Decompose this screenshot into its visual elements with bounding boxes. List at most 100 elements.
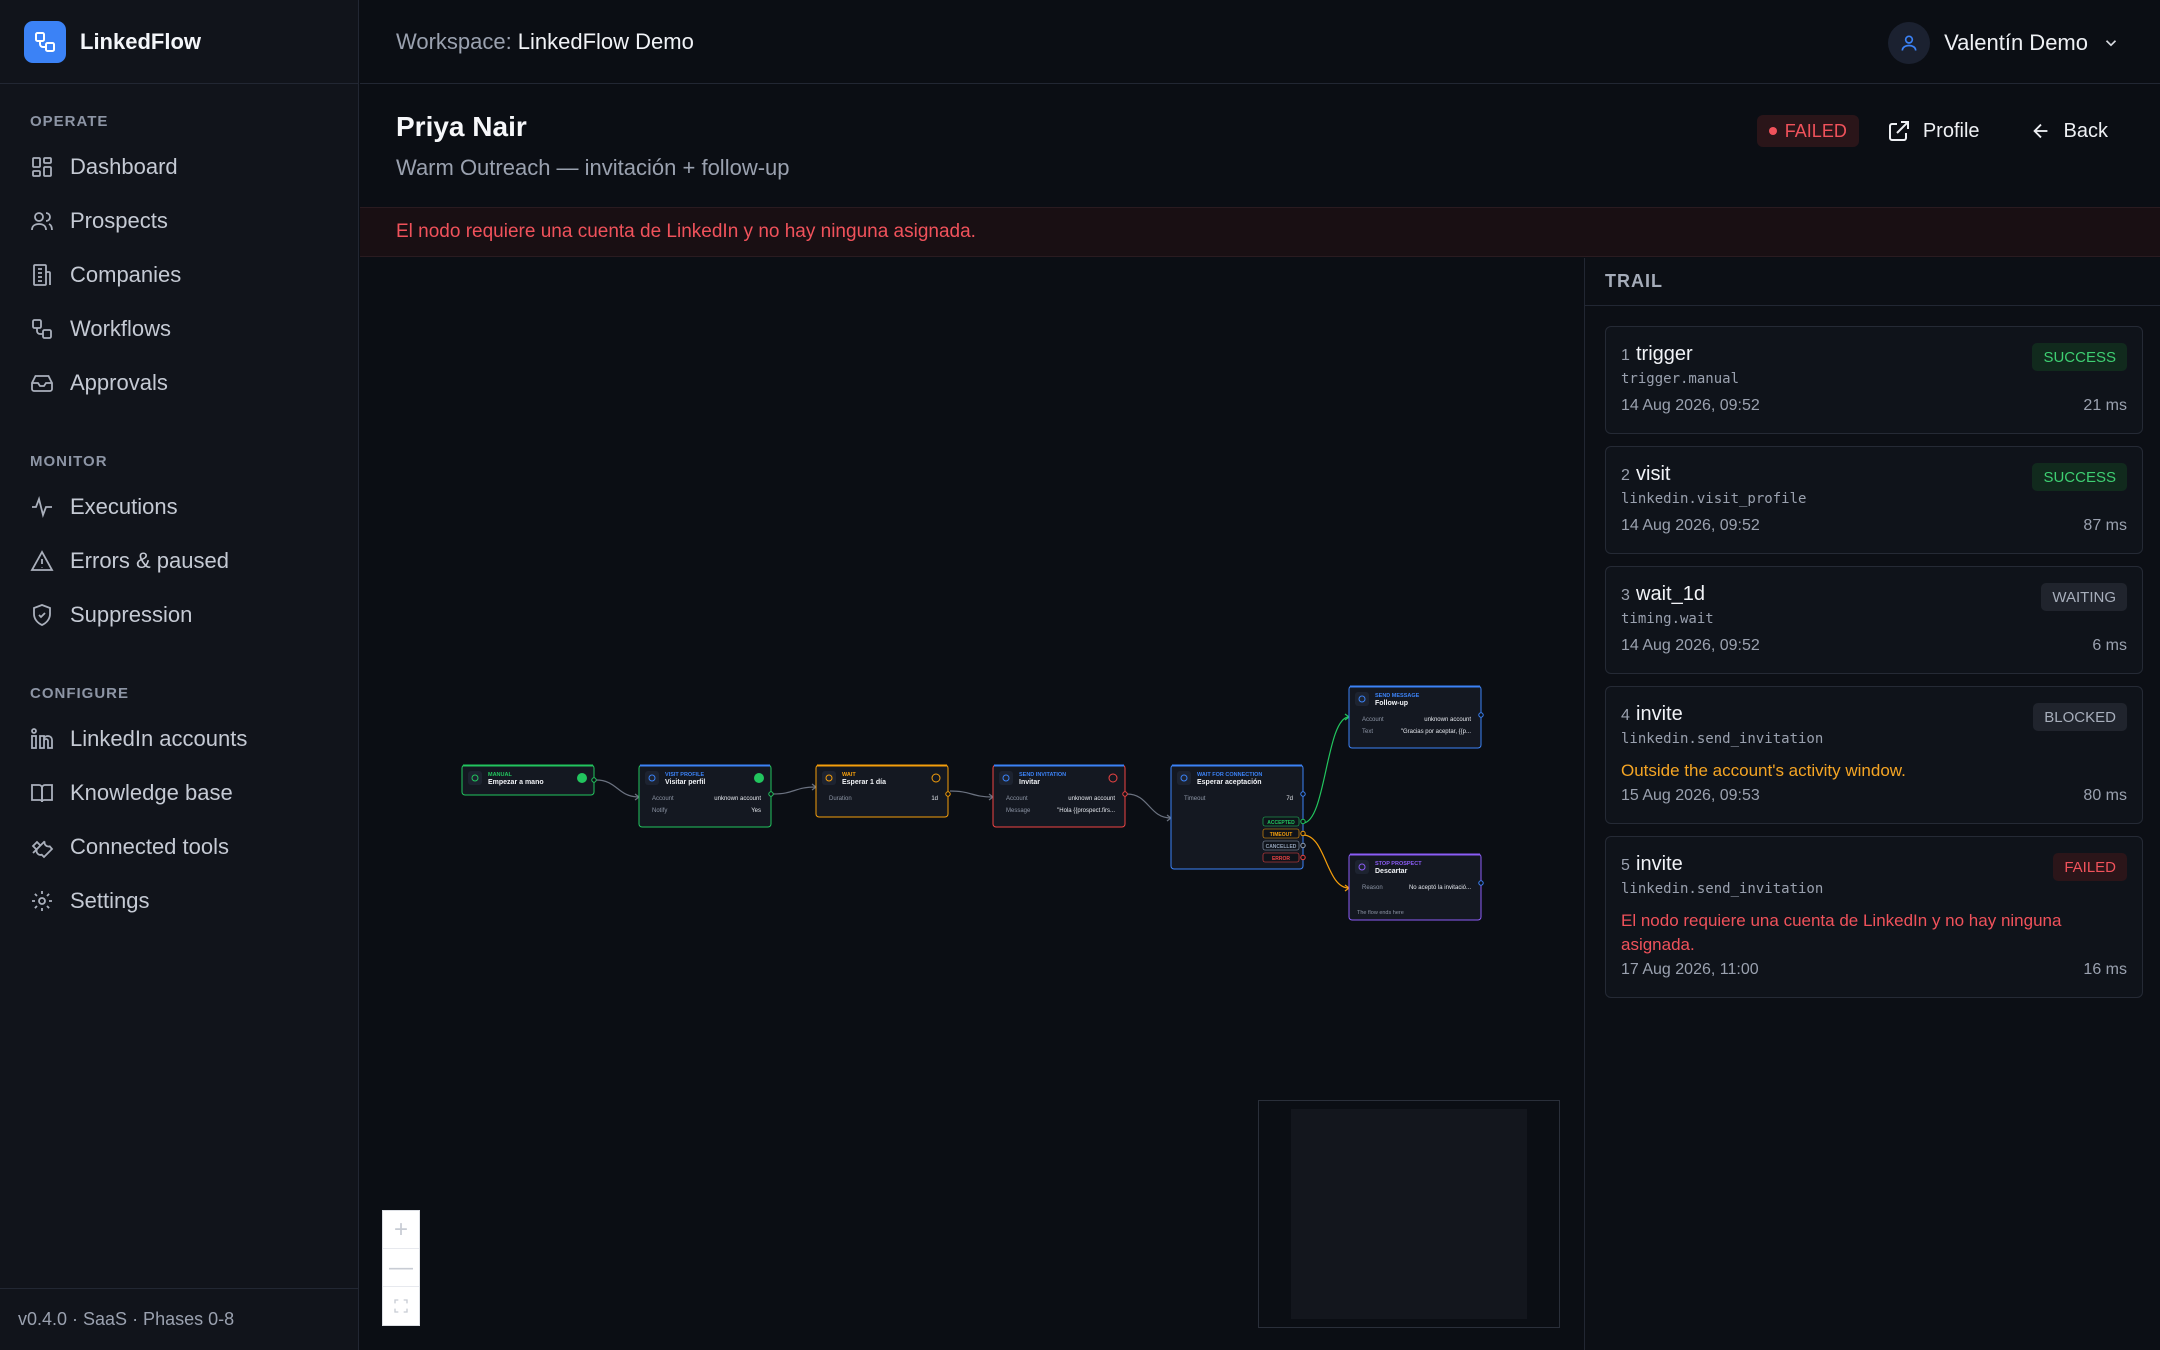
trail-step[interactable]: 3 wait_1d timing.wait WAITING 14 Aug 202… xyxy=(1605,566,2143,674)
nav-item-suppression[interactable]: Suppression xyxy=(30,588,328,642)
minimap[interactable] xyxy=(1258,1100,1560,1328)
brand[interactable]: LinkedFlow xyxy=(0,0,358,84)
node-type-glyph xyxy=(1002,774,1010,782)
step-type: linkedin.visit_profile xyxy=(1621,491,1807,507)
nav-item-connected-tools[interactable]: Connected tools xyxy=(30,820,328,874)
user-menu[interactable]: Valentín Demo xyxy=(1888,22,2120,64)
branch-handle[interactable] xyxy=(1300,854,1306,861)
fit-view-button[interactable] xyxy=(383,1287,419,1325)
user-icon xyxy=(1901,35,1917,51)
output-handle[interactable] xyxy=(1300,791,1306,797)
step-number: 5 xyxy=(1621,857,1630,874)
nav-item-errors-paused[interactable]: Errors & paused xyxy=(30,534,328,588)
minimap-viewport[interactable] xyxy=(1291,1109,1527,1319)
page-title: Priya Nair xyxy=(396,111,527,142)
node-title: Invitar xyxy=(1019,779,1040,786)
version-footer: v0.4.0 · SaaS · Phases 0-8 xyxy=(0,1288,359,1350)
step-type: trigger.manual xyxy=(1621,371,1740,387)
step-duration: 21 ms xyxy=(2083,397,2127,414)
node-row-key: Text xyxy=(1362,729,1373,735)
node-row-value: unknown account xyxy=(1068,796,1115,802)
back-button[interactable]: Back xyxy=(2030,120,2108,143)
step-duration: 6 ms xyxy=(2092,637,2127,654)
avatar xyxy=(1888,22,1931,64)
step-name: wait_1d xyxy=(1636,583,1705,605)
nav-item-approvals[interactable]: Approvals xyxy=(30,356,328,410)
edge xyxy=(1302,716,1350,824)
error-banner: El nodo requiere una cuenta de LinkedIn … xyxy=(360,207,2160,257)
branch-handle[interactable] xyxy=(1300,842,1306,849)
back-button-label: Back xyxy=(2063,119,2108,142)
nav-item-knowledge-base[interactable]: Knowledge base xyxy=(30,766,328,820)
node-row-value: 7d xyxy=(1286,796,1293,802)
branch-label: ACCEPTED xyxy=(1267,820,1295,826)
branch-handle[interactable] xyxy=(1300,830,1306,837)
error-icon xyxy=(1108,773,1118,783)
edge xyxy=(949,790,994,798)
zoom-out-button[interactable]: — xyxy=(383,1249,419,1287)
trail-heading: TRAIL xyxy=(1585,258,2160,306)
node-type-glyph xyxy=(1180,774,1188,782)
edge xyxy=(1302,834,1350,889)
nav-item-label: LinkedIn accounts xyxy=(70,726,248,751)
trail-step[interactable]: 4 invite linkedin.send_invitation BLOCKE… xyxy=(1605,686,2143,824)
profile-button[interactable]: Profile xyxy=(1887,119,1980,143)
workspace-name[interactable]: LinkedFlow Demo xyxy=(517,28,694,54)
edges xyxy=(595,713,1350,892)
linkedin-icon xyxy=(31,728,53,749)
step-name: invite xyxy=(1636,703,1683,725)
nav-item-companies[interactable]: Companies xyxy=(30,248,328,302)
status-badge: WAITING xyxy=(2041,583,2127,611)
branch-badge xyxy=(1262,840,1300,851)
node-kind: MANUAL xyxy=(488,772,512,778)
nav-item-executions[interactable]: Executions xyxy=(30,480,328,534)
node-footer: The flow ends here xyxy=(1357,910,1404,916)
branch-label: ERROR xyxy=(1272,856,1290,862)
check-icon xyxy=(754,773,764,783)
nav-item-linkedin-accounts[interactable]: LinkedIn accounts xyxy=(30,712,328,766)
nav-item-prospects[interactable]: Prospects xyxy=(30,194,328,248)
node-type-glyph xyxy=(648,774,656,782)
node-title: Empezar a mano xyxy=(488,779,544,786)
node-kind: SEND MESSAGE xyxy=(1375,693,1420,699)
step-name: visit xyxy=(1636,463,1671,485)
node-row-key: Message xyxy=(1006,808,1031,814)
status-badge: BLOCKED xyxy=(2033,703,2127,731)
zoom-in-button[interactable]: + xyxy=(383,1211,419,1249)
output-handle[interactable] xyxy=(768,791,774,797)
output-handle[interactable] xyxy=(1478,880,1484,886)
node-type-glyph xyxy=(471,774,479,782)
nav-section-operate: OPERATE Dashboard Prospects Companies Wo… xyxy=(0,100,358,410)
branch-handle[interactable] xyxy=(1300,818,1306,825)
workflow-icon xyxy=(32,319,52,339)
logo-icon xyxy=(24,20,66,63)
nav-item-settings[interactable]: Settings xyxy=(30,874,328,928)
step-type: linkedin.send_invitation xyxy=(1621,881,1824,897)
node-row-value: unknown account xyxy=(714,796,761,802)
nav-item-workflows[interactable]: Workflows xyxy=(30,302,328,356)
step-note: El nodo requiere una cuenta de LinkedIn … xyxy=(1621,911,2062,954)
node-type-icon xyxy=(822,771,836,785)
trail-step[interactable]: 5 invite linkedin.send_invitation FAILED… xyxy=(1605,836,2143,998)
output-handle[interactable] xyxy=(1122,791,1128,797)
step-duration: 16 ms xyxy=(2083,961,2127,978)
nav-item-label: Connected tools xyxy=(70,834,229,859)
output-handle[interactable] xyxy=(945,791,951,797)
step-timestamp: 15 Aug 2026, 09:53 xyxy=(1621,787,1760,804)
trail-step[interactable]: 2 visit linkedin.visit_profile SUCCESS 1… xyxy=(1605,446,2143,554)
users-icon xyxy=(31,212,53,231)
nav-item-dashboard[interactable]: Dashboard xyxy=(30,140,328,194)
output-handle[interactable] xyxy=(1478,712,1484,718)
trail-step[interactable]: 1 trigger trigger.manual SUCCESS 14 Aug … xyxy=(1605,326,2143,434)
output-handle[interactable] xyxy=(591,777,597,783)
edge xyxy=(772,786,817,795)
